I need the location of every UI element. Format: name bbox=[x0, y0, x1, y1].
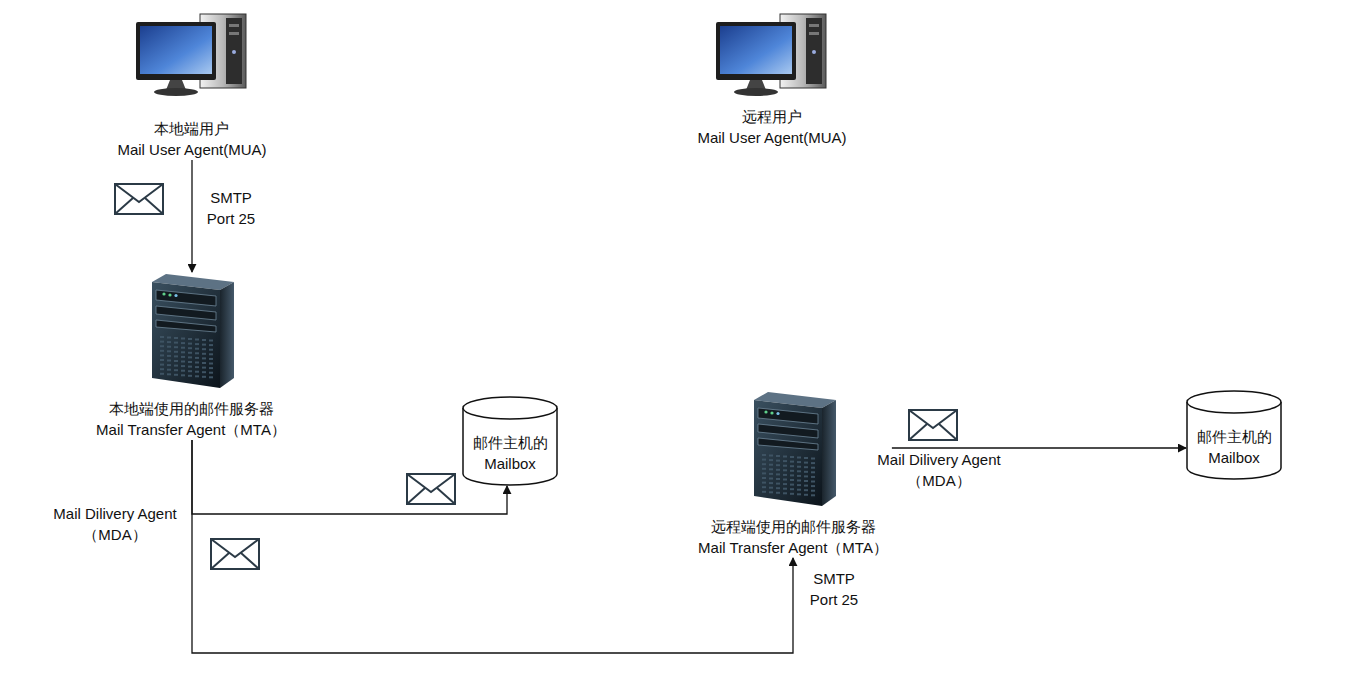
node-label: Mail User Agent(MUA) bbox=[693, 127, 850, 148]
user-computer: 本地端用户Mail User Agent(MUA) bbox=[113, 12, 270, 160]
envelope-icon bbox=[115, 184, 163, 214]
node-label: Mail Transfer Agent（MTA） bbox=[694, 537, 892, 558]
connector-arrow bbox=[191, 160, 192, 272]
mail-server: 本地端使用的邮件服务器Mail Transfer Agent（MTA） bbox=[92, 272, 290, 440]
mail-server: 远程端使用的邮件服务器Mail Transfer Agent（MTA） bbox=[694, 390, 892, 558]
envelope-icon bbox=[909, 410, 957, 440]
envelope-icon bbox=[211, 539, 259, 569]
node-label: 远程端使用的邮件服务器 bbox=[694, 516, 892, 537]
mailbox-cylinder: 邮件主机的Mailbox bbox=[1186, 390, 1282, 480]
mailbox-cylinder: 邮件主机的Mailbox bbox=[462, 396, 558, 486]
mailbox-label: 邮件主机的 bbox=[1186, 426, 1282, 447]
edge-label: Mail Dilivery Agent （MDA） bbox=[864, 449, 1014, 491]
mailbox-label: 邮件主机的 bbox=[462, 432, 558, 453]
mailbox-label: Mailbox bbox=[1186, 447, 1282, 468]
edge-label: SMTP Port 25 bbox=[200, 187, 262, 229]
edge-label: Mail Dilivery Agent （MDA） bbox=[40, 503, 190, 545]
node-label: 本地端用户 bbox=[113, 118, 270, 139]
edge-label: SMTP Port 25 bbox=[803, 568, 865, 610]
connector-arrow bbox=[192, 440, 507, 514]
envelope-icon bbox=[407, 474, 455, 504]
server-icon bbox=[146, 272, 236, 390]
user-computer: 远程用户Mail User Agent(MUA) bbox=[693, 12, 850, 148]
node-label: Mail User Agent(MUA) bbox=[113, 139, 270, 160]
computer-icon bbox=[714, 12, 830, 98]
node-label: Mail Transfer Agent（MTA） bbox=[92, 419, 290, 440]
node-label: 远程用户 bbox=[693, 106, 850, 127]
mailbox-label: Mailbox bbox=[462, 453, 558, 474]
node-label: 本地端使用的邮件服务器 bbox=[92, 398, 290, 419]
computer-icon bbox=[134, 12, 250, 98]
server-icon bbox=[748, 390, 838, 508]
